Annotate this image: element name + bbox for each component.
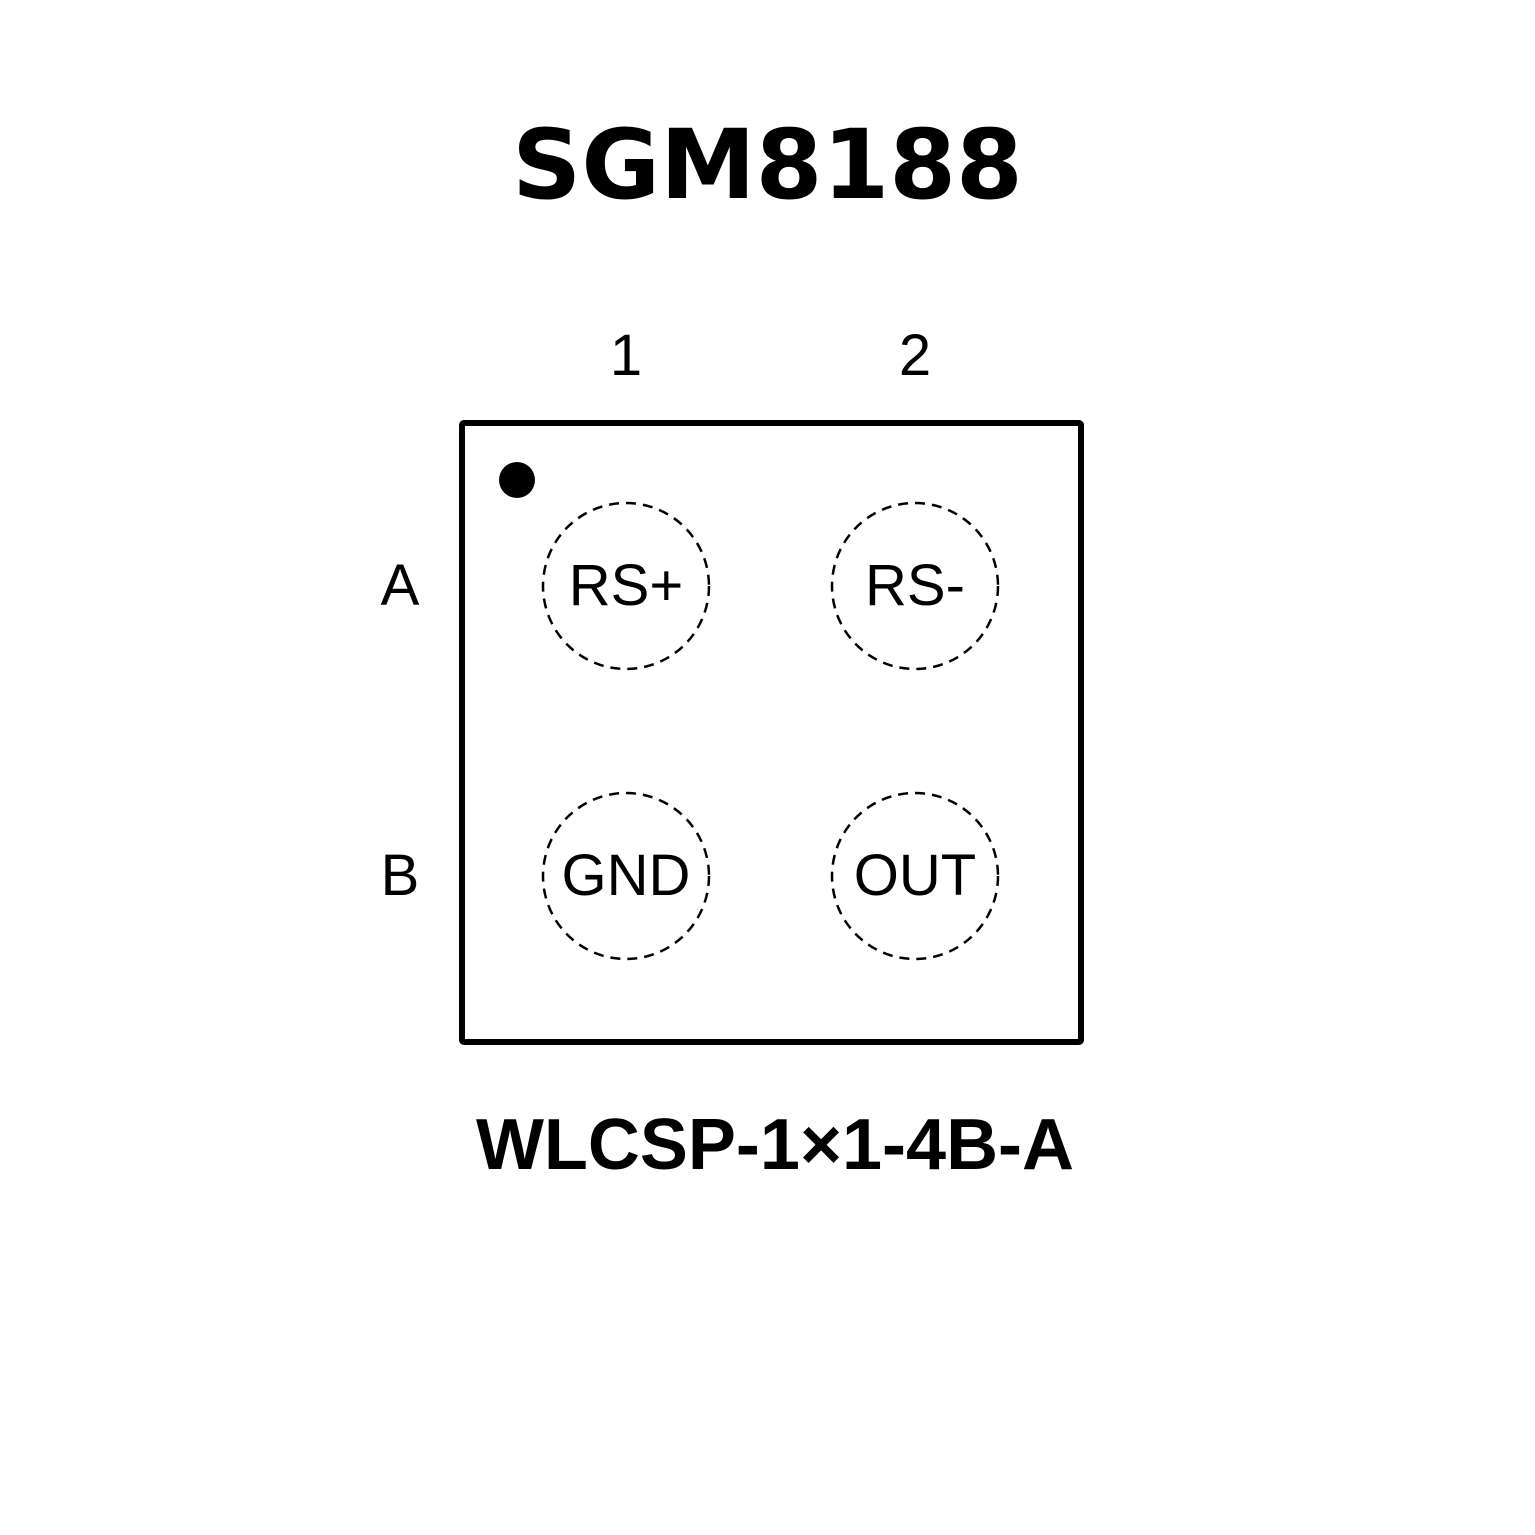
package-name: WLCSP-1×1-4B-A	[475, 1105, 1075, 1185]
ball-a1	[541, 501, 711, 671]
ball-b2	[830, 791, 1000, 961]
column-label: 2	[898, 323, 932, 388]
pin-name-b2: OUT	[853, 843, 977, 908]
row-label: A	[380, 553, 420, 618]
row-label: B	[380, 843, 420, 908]
ball-b1	[541, 791, 711, 961]
pin-name-b1: GND	[561, 843, 691, 908]
pin-name-a2: RS-	[865, 553, 965, 618]
package-body	[459, 420, 1084, 1045]
pin-name-a1: RS+	[568, 553, 684, 618]
part-number-title: SGM8188	[512, 109, 1023, 221]
pin1-marker-dot	[499, 462, 535, 498]
column-label: 1	[609, 323, 643, 388]
ball-a2	[830, 501, 1000, 671]
